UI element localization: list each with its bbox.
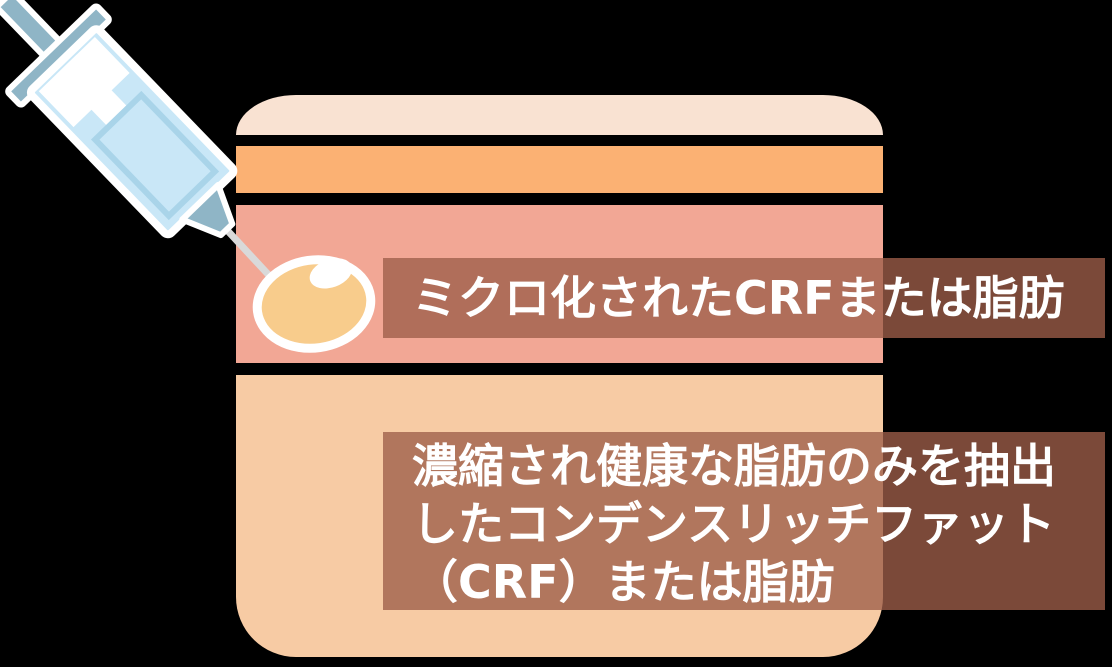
crf-description-line-3: （CRF）または脂肪 [412, 555, 835, 609]
crf-description-label: 濃縮され健康な脂肪のみを抽出 したコンデンスリッチファット （CRF）または脂肪 [383, 432, 1105, 610]
skin-surface-layer [236, 95, 883, 135]
injection-label: ミクロ化されたCRFまたは脂肪 [383, 258, 1105, 338]
crf-description-line-1: 濃縮され健康な脂肪のみを抽出 [412, 439, 1056, 493]
epidermis-layer [236, 146, 883, 193]
syringe-icon [0, 0, 238, 239]
crf-description-line-2: したコンデンスリッチファット [412, 497, 1056, 551]
